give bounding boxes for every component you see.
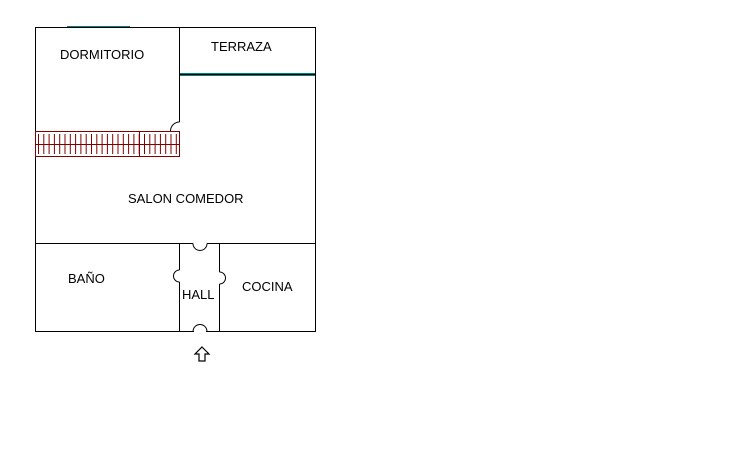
room-label-hall: HALL [182, 287, 215, 302]
windows [67, 26, 315, 76]
room-label-bano: BAÑO [68, 271, 105, 286]
walls [35, 27, 316, 332]
door-arc-bano [173, 269, 180, 283]
room-label-cocina: COCINA [242, 279, 293, 294]
door-arc-cocina [219, 271, 226, 285]
door-arc-dormitorio [170, 121, 180, 132]
room-label-dormitorio: DORMITORIO [60, 47, 145, 62]
up-arrow-icon [193, 346, 211, 362]
door-arc-entrance [192, 324, 208, 332]
door-arc-hall-top [192, 243, 208, 251]
stairs [35, 131, 180, 157]
room-label-salon: SALON COMEDOR [128, 191, 244, 206]
room-label-terraza: TERRAZA [211, 39, 272, 54]
